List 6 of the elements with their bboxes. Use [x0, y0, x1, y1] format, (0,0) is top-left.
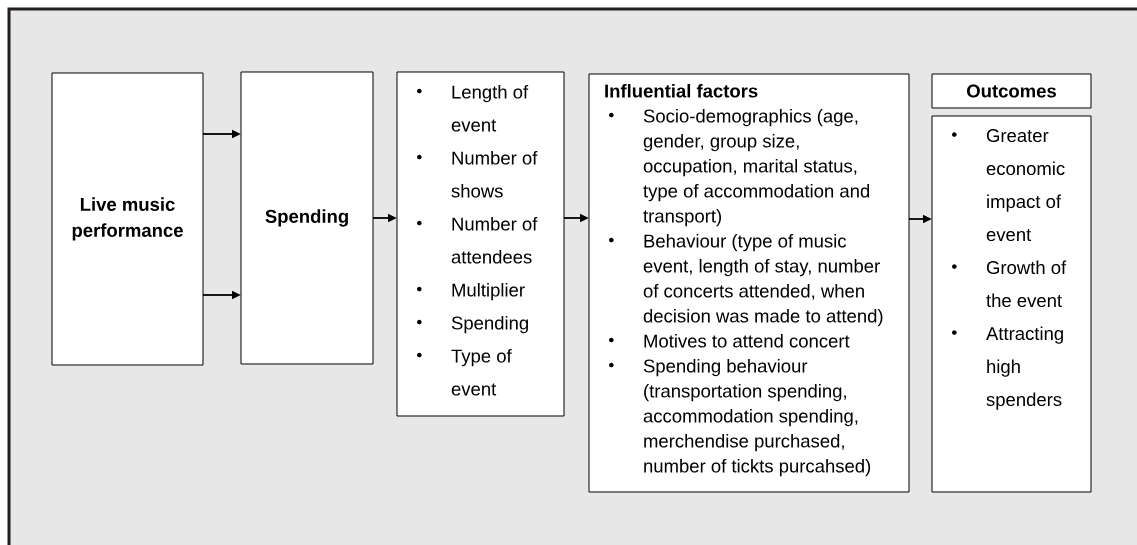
list-box: Length of event Number of shows Number of attendees Multiplier Spending Type of event: [396, 71, 565, 417]
heading-box: Outcomes: [931, 73, 1092, 109]
list-box: Greater economic impact of event Growth of the event Attracting high spenders: [931, 115, 1092, 493]
list-box: Influential factors Socio-demographics (age, gender, group size, occupation, marital status, type of accommodation and transport) Behaviour (type of music event, length of stay, number of concerts attended, when decision was made to attend) Motives to attend concert Spending behaviour (transportation spending, accommodation spending, merchendise purchased, number of tickts purcahsed): [588, 73, 910, 493]
process-box: Live music performance: [51, 72, 204, 366]
process-box: Spending: [240, 71, 374, 365]
